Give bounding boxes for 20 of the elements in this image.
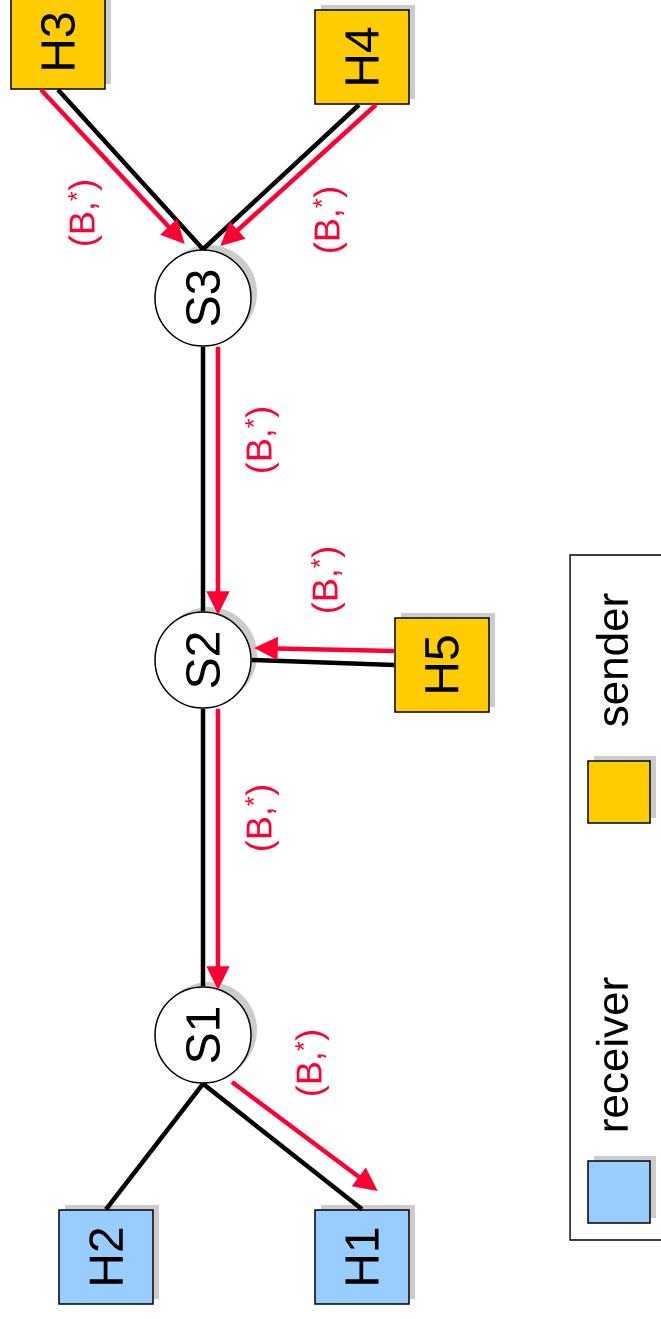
link-line — [200, 346, 206, 612]
host-box: H1 — [314, 1205, 415, 1305]
link-line — [104, 1082, 205, 1211]
edge-label: (B,$^{*}$) — [244, 782, 280, 854]
host-box: H3 — [10, 0, 111, 90]
edge-label: (B,$^{*}$) — [312, 184, 348, 256]
edge-label: (B,$^{*}$) — [310, 544, 346, 616]
link-line — [200, 708, 206, 987]
edge-label: (B,$^{*}$) — [294, 1027, 330, 1099]
legend-text: sender — [595, 593, 629, 727]
legend-text: receiver — [595, 977, 629, 1131]
host-box: H5 — [394, 613, 495, 713]
edge-label: (B,$^{*}$) — [67, 177, 103, 249]
host-box: H4 — [314, 5, 415, 105]
link-line — [251, 657, 395, 668]
link-line — [201, 1082, 364, 1212]
host-box: H2 — [58, 1205, 159, 1305]
edge-label: (B,$^{*}$) — [244, 404, 280, 476]
link-line — [201, 103, 361, 251]
link-line — [56, 88, 205, 251]
